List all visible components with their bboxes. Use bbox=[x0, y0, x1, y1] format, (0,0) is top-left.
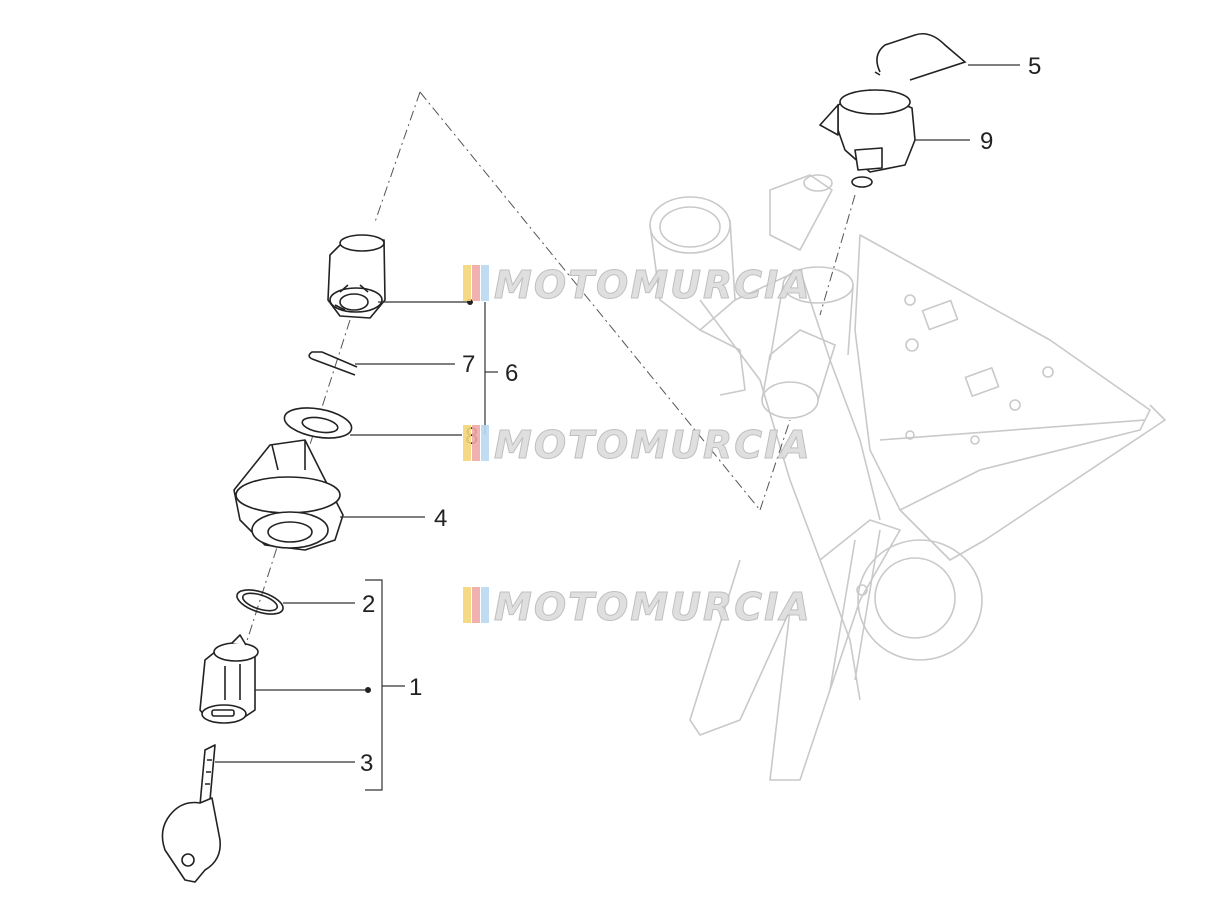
callout-5: 5 bbox=[1028, 53, 1041, 80]
watermark-stripe bbox=[472, 425, 480, 461]
watermark-3: MOTOMURCIA bbox=[463, 585, 812, 630]
watermark-text: MOTOMURCIA bbox=[494, 263, 812, 307]
callout-2: 2 bbox=[362, 591, 375, 618]
frame-assembly bbox=[649, 174, 1166, 781]
watermark-stripe bbox=[481, 587, 489, 623]
o-ring bbox=[236, 589, 284, 615]
lock-housing-bracket bbox=[233, 439, 344, 551]
assembly-axes bbox=[227, 91, 856, 701]
steering-lock-cover bbox=[819, 89, 916, 188]
watermark-2: MOTOMURCIA bbox=[463, 423, 812, 468]
watermark-text: MOTOMURCIA bbox=[494, 585, 812, 629]
hairpin-spring bbox=[308, 351, 358, 376]
watermark-stripe bbox=[463, 587, 471, 623]
watermark-text: MOTOMURCIA bbox=[494, 423, 812, 467]
watermark-stripe bbox=[463, 425, 471, 461]
callout-3: 3 bbox=[360, 750, 373, 777]
watermark-1: MOTOMURCIA bbox=[463, 263, 812, 308]
watermark-stripe bbox=[463, 265, 471, 301]
callout-1: 1 bbox=[409, 674, 422, 701]
callout-9: 9 bbox=[980, 128, 993, 155]
ignition-key bbox=[161, 744, 222, 883]
watermark-stripe bbox=[481, 425, 489, 461]
washer bbox=[283, 407, 353, 439]
callout-6: 6 bbox=[505, 360, 518, 387]
watermark-stripe bbox=[481, 265, 489, 301]
callout-4: 4 bbox=[434, 505, 447, 532]
lock-barrel bbox=[199, 634, 259, 724]
watermark-stripe bbox=[472, 587, 480, 623]
watermark-stripe bbox=[472, 265, 480, 301]
callout-7: 7 bbox=[462, 351, 475, 378]
leader-lines bbox=[215, 64, 1020, 791]
bracket-1 bbox=[365, 579, 383, 791]
leader-dot bbox=[365, 687, 371, 693]
lock-cylinder-cap bbox=[327, 234, 386, 319]
wire-spring-clip bbox=[874, 32, 967, 81]
